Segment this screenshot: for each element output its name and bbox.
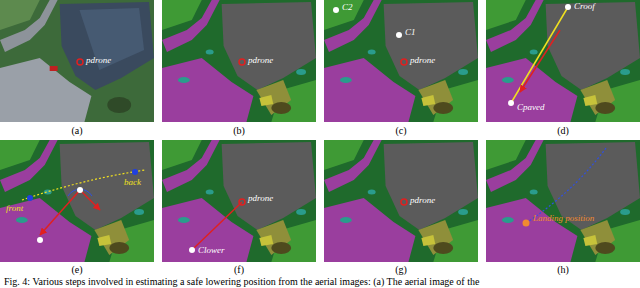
segmentation-map <box>486 0 640 122</box>
drone-marker <box>401 199 407 205</box>
drone-marker <box>239 59 245 65</box>
symbol-label: pdrone <box>248 194 273 203</box>
symbol-label: Clower <box>198 246 225 255</box>
figure-caption: Fig. 4: Various steps involved in estima… <box>4 276 479 287</box>
symbol-label: Cpaved <box>517 103 545 112</box>
cluster-point <box>189 247 195 253</box>
panel-label: (a) <box>71 126 82 136</box>
segmentation-map <box>162 140 316 262</box>
front-point <box>27 195 33 201</box>
cluster-point <box>565 4 571 10</box>
panel-label: (e) <box>71 265 82 275</box>
segmentation-map <box>324 140 478 262</box>
aerial-photo <box>0 0 154 122</box>
symbol-label: C1 <box>405 28 416 37</box>
symbol-label: pdrone <box>248 56 273 65</box>
symbol-label: Croof <box>574 2 595 11</box>
back-point <box>132 169 138 175</box>
symbol-label: pdrone <box>86 56 111 65</box>
direction-label: back <box>124 178 141 187</box>
panel-label: (h) <box>557 265 569 275</box>
symbol-label: pdrone <box>410 56 435 65</box>
segmentation-map <box>162 0 316 122</box>
centroid-line <box>511 7 568 103</box>
cluster-point <box>37 237 43 243</box>
symbol-label: C2 <box>342 3 353 12</box>
panel-label: (f) <box>234 265 244 275</box>
segmentation-map <box>324 0 478 122</box>
lowering-line <box>194 202 242 248</box>
landing-label: Landing position <box>533 214 594 223</box>
drone-marker <box>239 199 245 205</box>
landing-marker <box>523 220 530 227</box>
cluster-point <box>396 32 402 38</box>
segmentation-map <box>0 140 154 262</box>
segmentation-map <box>486 140 640 262</box>
cluster-point <box>508 100 514 106</box>
panel-label: (c) <box>395 126 406 136</box>
cluster-point <box>333 7 339 13</box>
search-arc <box>22 170 145 200</box>
cluster-point <box>77 187 83 193</box>
symbol-label: pdrone <box>410 196 435 205</box>
panel-label: (b) <box>233 126 245 136</box>
direction-arrow <box>520 30 560 92</box>
drone-marker <box>401 59 407 65</box>
direction-arrow <box>40 190 80 235</box>
panel-label: (d) <box>557 126 569 136</box>
panel-label: (g) <box>395 265 407 275</box>
flight-path <box>529 148 606 221</box>
direction-label: front <box>6 204 23 213</box>
drone-marker <box>77 59 83 65</box>
